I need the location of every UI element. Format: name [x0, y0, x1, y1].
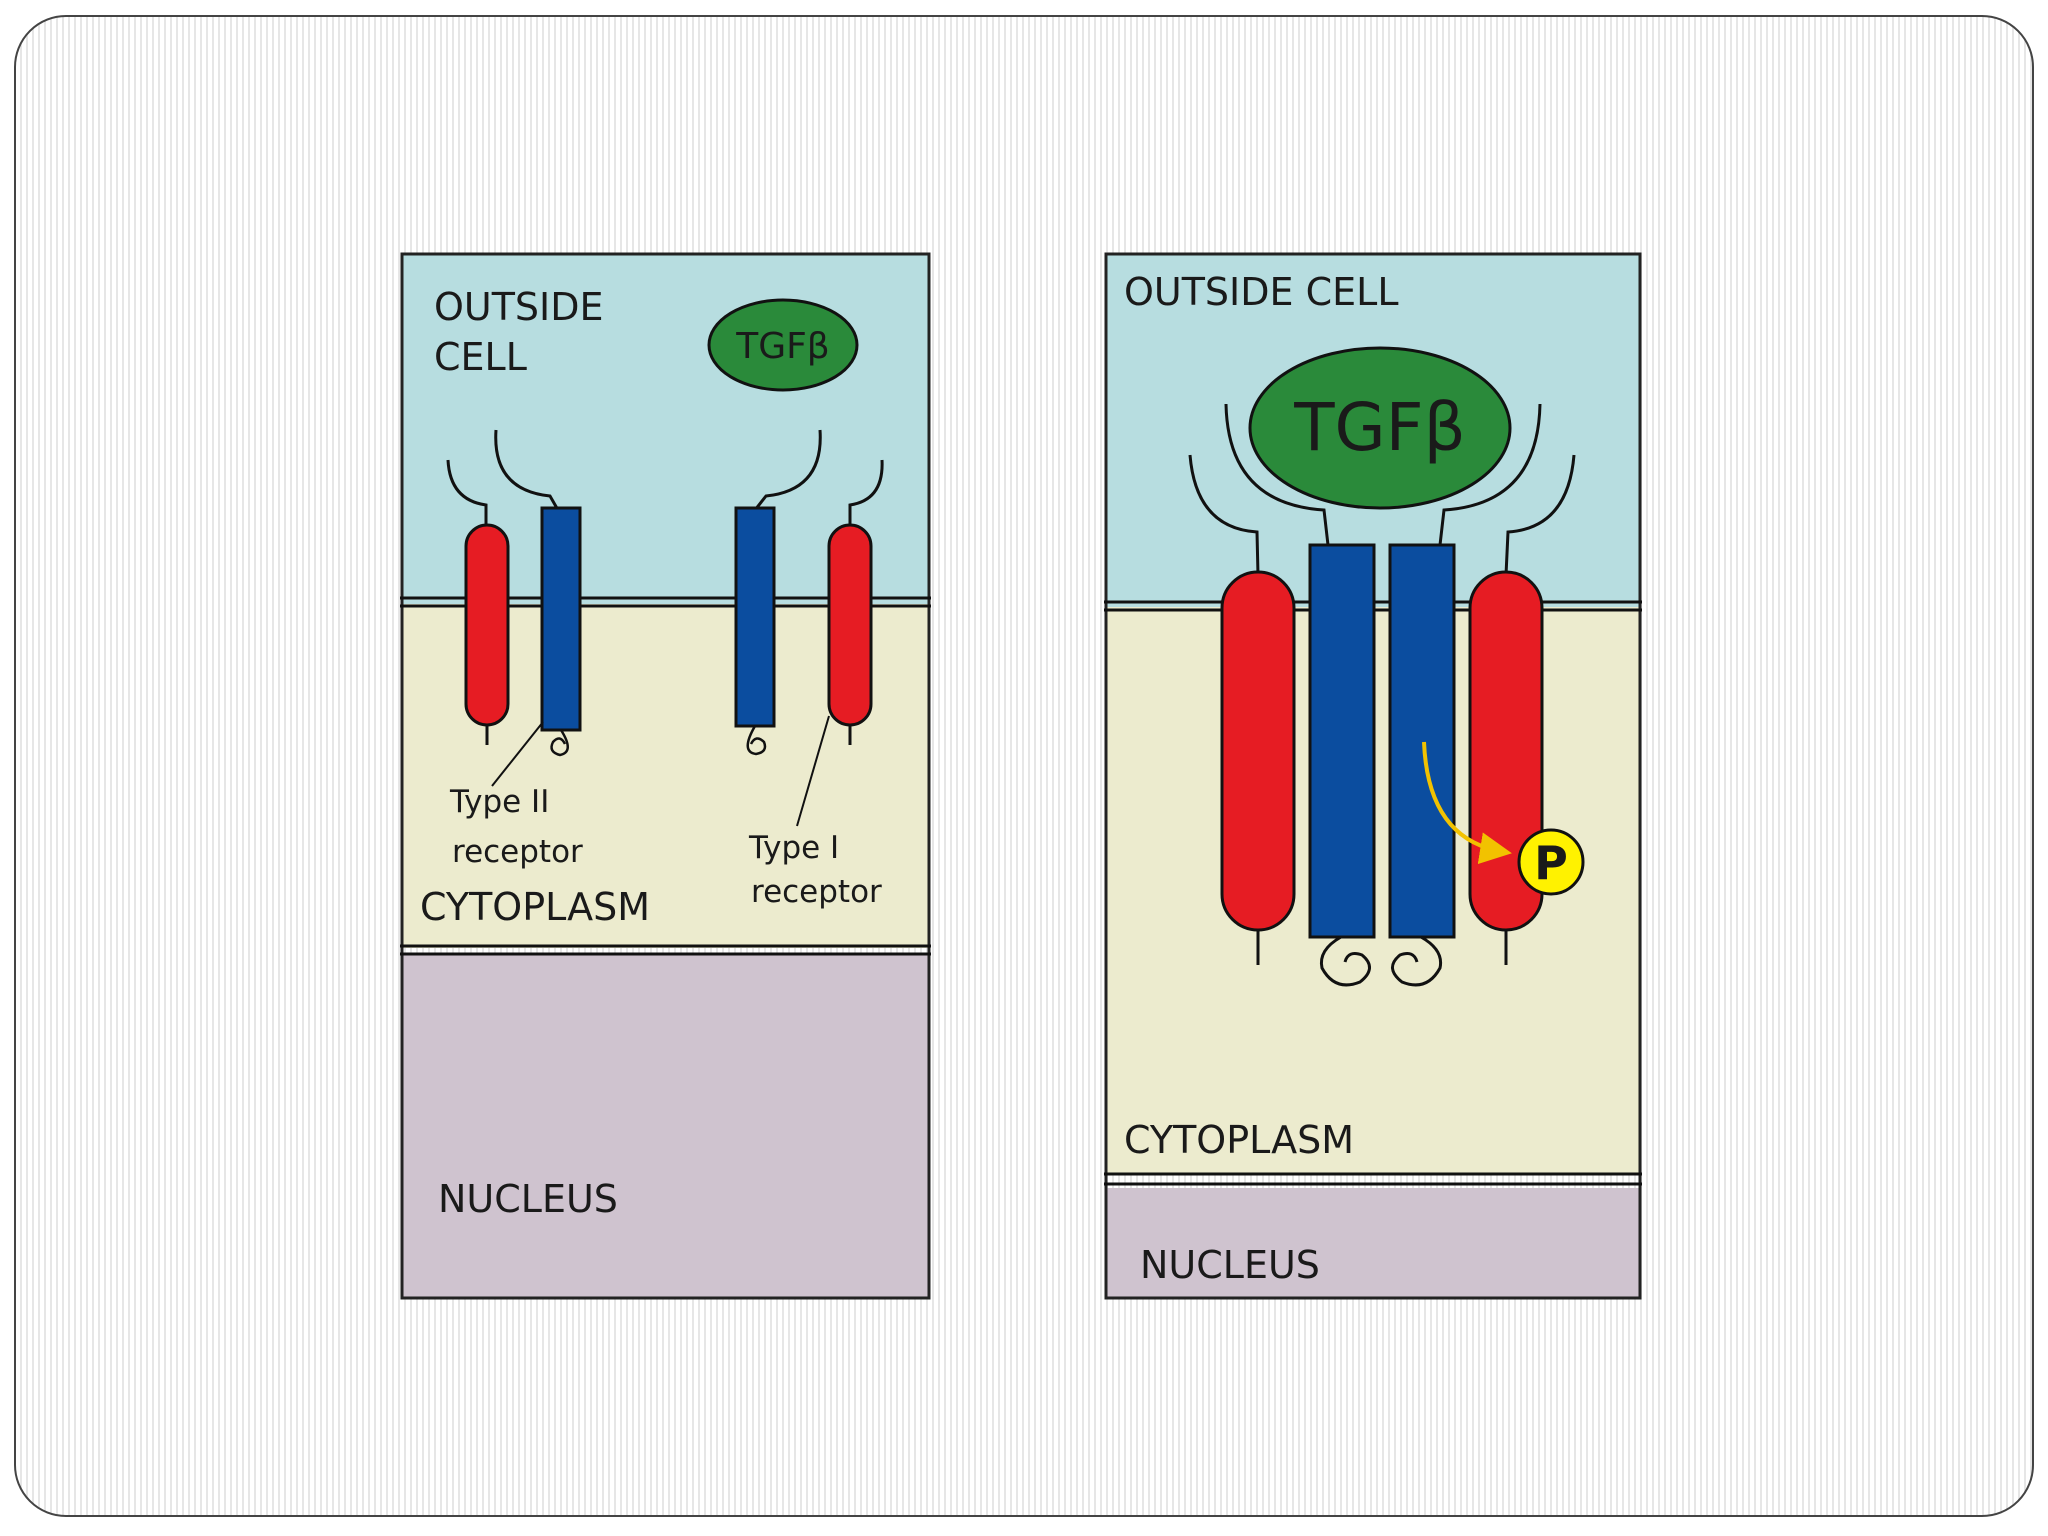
left-panel: OUTSIDE CELL TGFβ Type II receptor Type …	[400, 252, 931, 1300]
right-outside-label: OUTSIDE CELL	[1124, 270, 1399, 314]
left-tgf-beta-ligand	[707, 298, 859, 392]
left-outside-label-2: CELL	[434, 335, 527, 379]
phosphate-label: P	[1534, 836, 1568, 890]
left-nucleus-region	[402, 955, 929, 1298]
right-ligand-label: TGFβ	[1293, 389, 1466, 466]
left-type2-pointer	[491, 721, 544, 787]
right-cytoplasm-label: CYTOPLASM	[1124, 1118, 1354, 1162]
left-type1-receptor-a	[464, 523, 510, 727]
left-type1-receptor-b	[827, 523, 873, 727]
slide-frame	[14, 15, 2034, 1517]
left-outside-label-1: OUTSIDE	[434, 285, 604, 329]
left-type2-receptor-a	[540, 506, 582, 732]
right-type2-stalk-a	[1224, 403, 1330, 546]
right-kinase-coil-a	[1319, 935, 1371, 987]
right-type1-stalk-b	[1504, 454, 1576, 576]
right-kinase-coil-b	[1391, 935, 1443, 987]
phosphate-group	[1517, 828, 1585, 896]
left-type2-receptor-b	[734, 506, 776, 728]
left-type1-pointer	[796, 715, 830, 827]
left-panel-border	[400, 252, 931, 1300]
right-tgf-beta-ligand	[1248, 346, 1512, 510]
right-type2-receptor-a	[1308, 543, 1376, 939]
left-type1-stalk-b	[848, 459, 884, 528]
right-type2-stalk-b	[1438, 403, 1542, 546]
left-nucleus-label: NUCLEUS	[438, 1177, 618, 1221]
right-type2-receptor-b	[1388, 543, 1456, 939]
left-type1-label-2: receptor	[751, 874, 882, 910]
left-type2-label-1: Type II	[449, 784, 549, 820]
right-panel-border	[1104, 252, 1642, 1300]
right-type1-receptor-a	[1220, 570, 1296, 932]
phosphorylation-arrow	[1422, 741, 1512, 865]
left-type2-label-2: receptor	[452, 834, 583, 870]
right-nucleus-region	[1106, 1188, 1640, 1298]
left-ligand-label: TGFβ	[735, 326, 830, 367]
left-type2-stalk-a	[494, 429, 560, 511]
left-type2-stalk-b	[753, 429, 822, 511]
right-panel: OUTSIDE CELL TGFβ P CYTOPLASM NUCLEUS	[1104, 252, 1642, 1300]
right-type1-stalk-a	[1188, 454, 1260, 576]
left-kinase-coil-a	[550, 729, 569, 757]
left-type1-label-1: Type I	[748, 830, 839, 866]
left-cytoplasm-label: CYTOPLASM	[420, 885, 650, 929]
left-type1-stalk-a	[446, 459, 488, 528]
left-kinase-coil-b	[746, 725, 767, 756]
right-nucleus-label: NUCLEUS	[1140, 1243, 1320, 1287]
